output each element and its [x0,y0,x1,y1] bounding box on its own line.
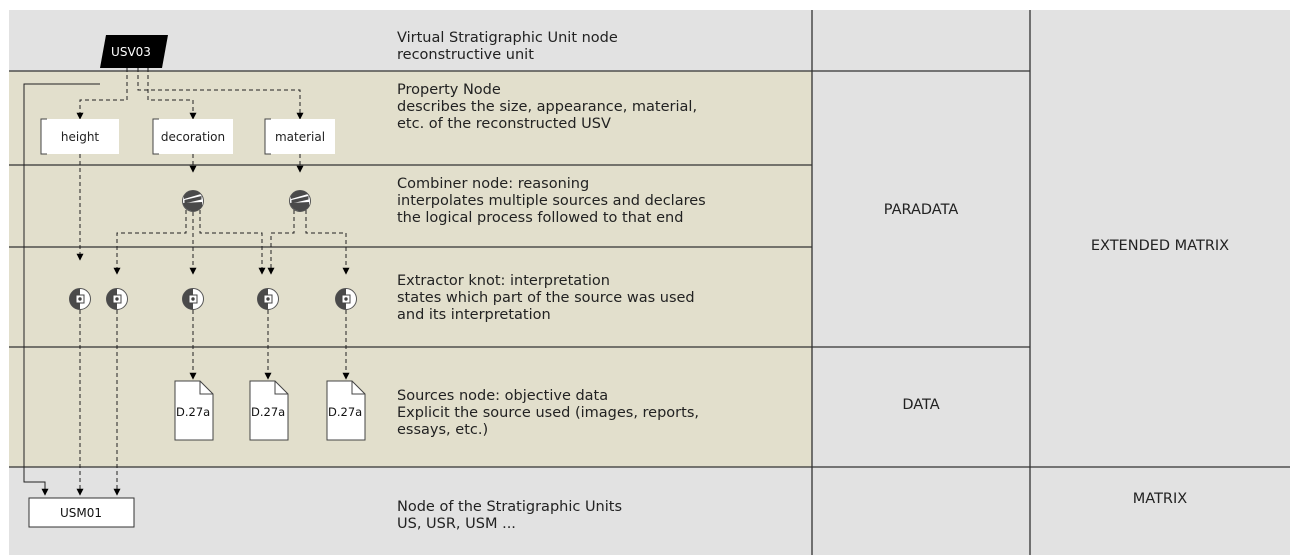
property-height-label: height [61,130,100,144]
property-node-material: material [264,118,335,155]
document-node: D.27a [326,380,366,441]
description-property: Property Node describes the size, appear… [397,82,697,133]
grid-lines [9,10,1290,555]
description-line: the logical process followed to that end [397,210,684,226]
description-sources: Sources node: objective data Explicit th… [397,388,699,439]
description-line: Sources node: objective data [397,388,609,404]
combiner-icon [182,190,204,212]
document-icon [326,380,366,441]
document-label: D.27a [176,405,210,419]
description-line: Extractor knot: interpretation [397,273,610,289]
band-paradata-data [9,71,812,467]
property-material-box [265,119,335,154]
description-line: interpolates multiple sources and declar… [397,193,706,209]
description-usv: Virtual Stratigraphic Unit node reconstr… [397,30,618,64]
description-line: etc. of the reconstructed USV [397,116,611,132]
band-matrix [9,467,1290,555]
edge-usv-decoration [147,68,197,120]
property-decoration-box [153,119,233,154]
edge-combiner1-c [199,210,266,275]
edge-combiner2-b [305,210,350,275]
edge-usv-height [76,68,128,120]
document-nodes: D.27a D.27a D.27a [174,380,366,441]
extractor-icon [182,288,204,310]
zone-label-data: DATA [902,397,940,413]
property-nodes: height decoration material [40,118,335,155]
band-usv [9,10,1290,71]
description-line: Explicit the source used (images, report… [397,405,699,421]
description-line: US, USR, USM ... [397,516,516,532]
edge-usv-usm [23,83,100,496]
description-line: Virtual Stratigraphic Unit node [397,30,618,46]
document-node: D.27a [249,380,289,441]
usv-parallelogram [100,35,168,68]
document-icon [249,380,289,441]
zone-label-paradata: PARADATA [883,202,959,218]
background-bands [9,10,1290,555]
description-combiner: Combiner node: reasoning interpolates mu… [397,176,706,227]
property-material-bracket [264,118,271,155]
description-line: essays, etc.) [397,422,489,438]
band-zone-column [812,71,1290,467]
extractor-icon [69,288,91,310]
zone-label-matrix: MATRIX [1132,491,1188,507]
usm-label: USM01 [60,506,102,520]
document-label: D.27a [251,405,285,419]
document-fold-icon [351,381,365,395]
property-height-box [41,119,119,154]
extractor-icon [106,288,128,310]
document-fold-icon [274,381,288,395]
description-line: Node of the Stratigraphic Units [397,499,623,515]
usv-label: USV03 [111,45,151,59]
description-extractor: Extractor knot: interpretation states wh… [397,273,695,324]
edge-combiner2-a [267,210,295,275]
document-fold-icon [199,381,213,395]
extractor-icon [257,288,279,310]
property-decoration-label: decoration [161,130,225,144]
property-decoration-bracket [152,118,159,155]
edge-usv-material [137,68,304,120]
document-node: D.27a [174,380,214,441]
property-node-height: height [40,118,119,155]
property-material-label: material [275,130,325,144]
extractor-icon [335,288,357,310]
usm-box [28,497,135,528]
description-line: Combiner node: reasoning [397,176,590,192]
zone-label-extended-matrix: EXTENDED MATRIX [1090,238,1230,254]
description-line: Property Node [397,82,501,98]
usm-node: USM01 [28,497,135,528]
description-su: Node of the Stratigraphic Units US, USR,… [397,499,622,533]
property-height-bracket [40,118,47,155]
connectors [76,68,350,496]
property-node-decoration: decoration [152,118,233,155]
description-line: states which part of the source was used [397,290,695,306]
description-line: reconstructive unit [397,47,534,63]
edge-combiner1-a [113,210,187,275]
document-label: D.27a [328,405,362,419]
combiner-icon [289,190,311,212]
usv-node: USV03 [100,35,168,68]
description-line: and its interpretation [397,307,551,323]
document-icon [174,380,214,441]
description-line: describes the size, appearance, material… [397,99,698,115]
